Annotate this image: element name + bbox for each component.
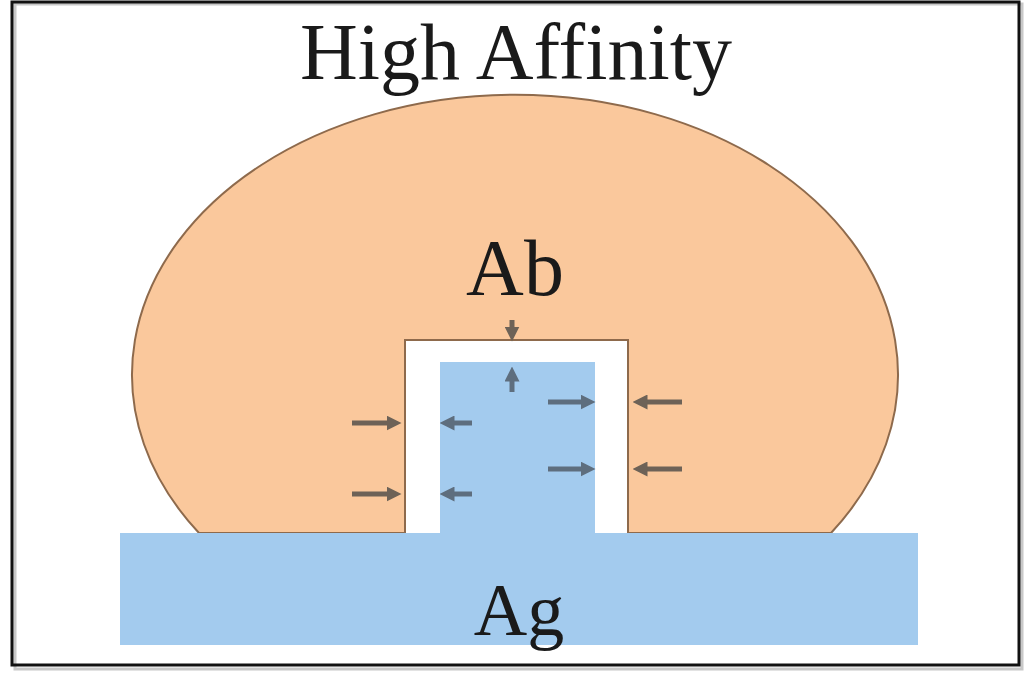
antibody-force-arrows (352, 320, 682, 494)
force-arrow (447, 492, 472, 497)
force-arrow (548, 400, 588, 405)
force-arrow (352, 421, 394, 426)
force-arrow (548, 467, 588, 472)
diagram-title: High Affinity (300, 12, 732, 92)
force-arrow (640, 467, 682, 472)
force-arrow (510, 320, 515, 334)
frame-border (12, 2, 1019, 665)
force-arrow (447, 421, 472, 426)
force-arrow (352, 492, 394, 497)
antibody-label: Ab (466, 228, 564, 308)
antigen-region: Ag (118, 360, 920, 647)
force-arrow (510, 374, 515, 392)
antigen-label: Ag (474, 573, 564, 647)
force-arrow (640, 400, 682, 405)
frame-shadow (15, 4, 1022, 669)
antigen-force-arrows (447, 374, 588, 494)
